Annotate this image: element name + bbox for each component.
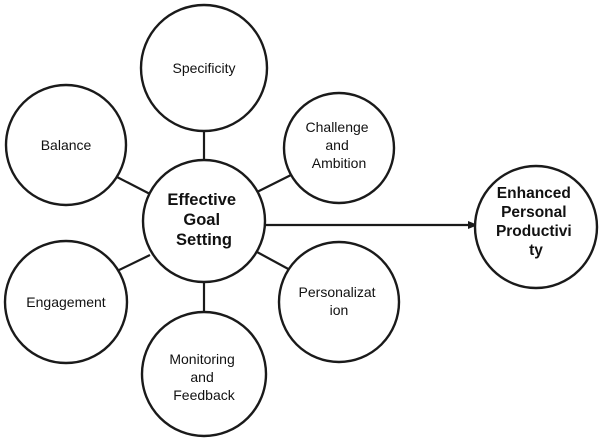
node-label-line: Personal [501,204,566,221]
node-label-line: and [325,137,348,153]
node-label-line: Monitoring [169,351,234,367]
node-label: Engagement [26,294,106,310]
node-circle [277,240,401,364]
node-label-line: ty [529,242,543,259]
node-label-line: and [190,369,213,385]
connector-personalization [256,251,293,272]
node-label: Specificity [172,60,235,76]
node-label-line: Setting [176,231,232,249]
connectors [114,131,478,312]
satellite-node-monitoring-feedback: Monitoring and Feedback [140,310,268,438]
node-label-line: Goal [183,211,220,229]
node-circle [141,158,267,284]
node-label-line: Enhanced [497,185,571,202]
node-label: Effective Goal Setting [167,191,240,249]
node-label-line: Effective [167,191,236,209]
connector-balance [114,175,151,195]
node-label: Balance [41,137,92,153]
node-label: Personalizat ion [299,284,380,318]
node-label-line: ion [330,302,349,318]
output-node-enhanced-personal-productivity: Enhanced Personal Productivi ty [473,164,599,290]
node-circle [140,310,268,438]
node-label: Challenge and Ambition [306,119,373,171]
node-label-line: Challenge [306,119,369,135]
node-circle [4,83,128,207]
node-label-line: Engagement [26,294,106,310]
node-label-line: Personalizat [299,284,376,300]
node-label-line: Specificity [172,60,235,76]
node-label-line: Feedback [173,387,235,403]
connector-engagement [114,254,151,273]
satellite-node-balance: Balance [4,83,128,207]
connector-challenge-ambition [256,173,294,193]
node-label: Monitoring and Feedback [169,351,238,403]
node-label-line: Productivi [496,223,572,240]
node-label-line: Balance [41,137,92,153]
node-circle [139,3,269,133]
satellite-node-engagement: Engagement [3,239,129,365]
node-circle [473,164,599,290]
node-label: Enhanced Personal Productivi ty [496,185,576,259]
node-label-line: Ambition [312,155,366,171]
node-circle [3,239,129,365]
node-circle [282,91,396,205]
satellite-node-specificity: Specificity [139,3,269,133]
satellite-node-personalization: Personalizat ion [277,240,401,364]
center-node-effective-goal-setting: Effective Goal Setting [141,158,267,284]
satellite-node-challenge-ambition: Challenge and Ambition [282,91,396,205]
